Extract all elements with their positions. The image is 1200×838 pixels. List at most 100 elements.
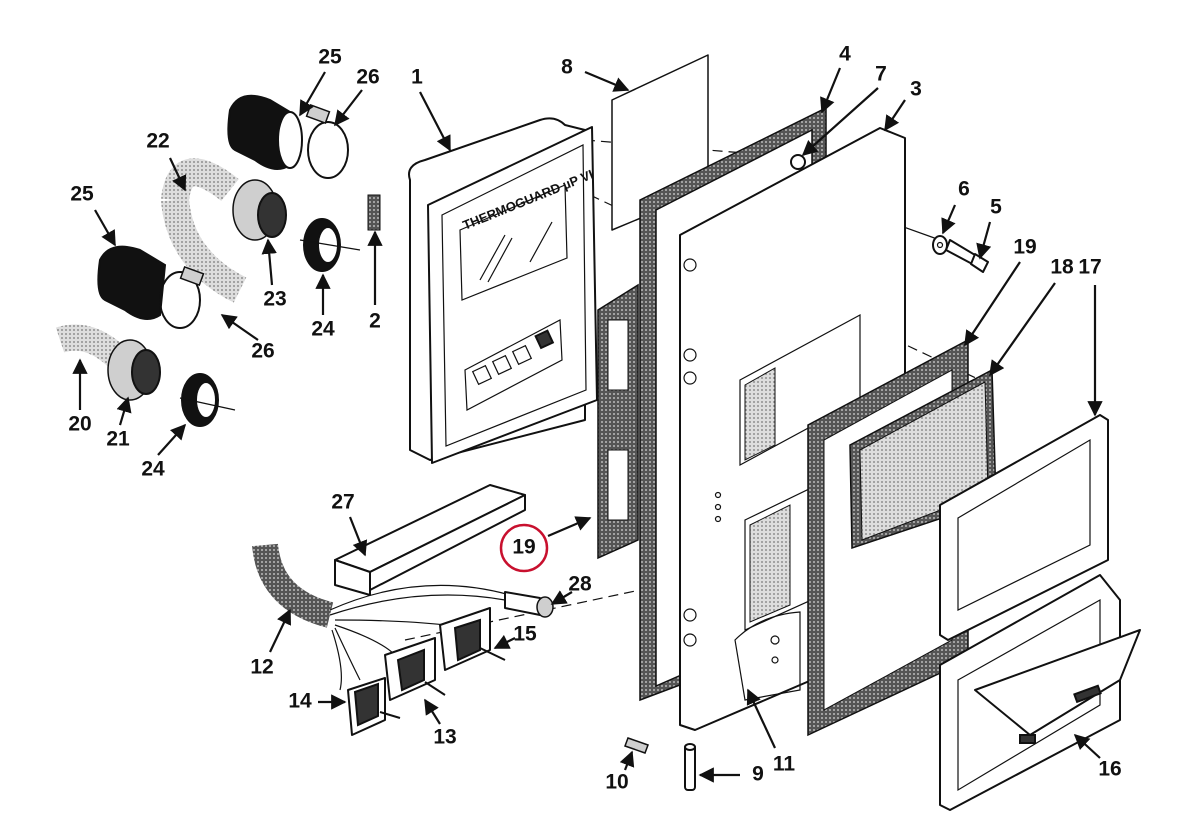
callout-number: 18 bbox=[1050, 256, 1074, 279]
callout-arrow bbox=[989, 282, 1056, 377]
callout-7: 7 bbox=[801, 63, 887, 157]
callout-arrow bbox=[419, 91, 451, 152]
callout-25: 25 bbox=[70, 183, 116, 247]
part-16-cover bbox=[939, 574, 1141, 811]
callout-17: 17 bbox=[1078, 256, 1103, 417]
callout-13: 13 bbox=[424, 698, 457, 749]
part-19-gasket-left bbox=[597, 283, 639, 560]
callout-19: 19 bbox=[512, 516, 592, 559]
callout-number: 19 bbox=[1013, 236, 1036, 259]
callout-25: 25 bbox=[299, 46, 342, 117]
wiring-harness-assembly bbox=[252, 543, 554, 736]
callout-5: 5 bbox=[976, 196, 1002, 260]
callout-number: 27 bbox=[331, 491, 354, 514]
callout-22: 22 bbox=[146, 130, 187, 192]
callout-arrow bbox=[1073, 733, 1101, 759]
callout-arrow bbox=[619, 750, 635, 771]
callout-1: 1 bbox=[411, 66, 451, 152]
callout-arrow bbox=[976, 221, 992, 260]
callout-24: 24 bbox=[141, 423, 187, 481]
callout-number: 16 bbox=[1098, 758, 1121, 781]
callout-15: 15 bbox=[493, 623, 537, 649]
callout-arrow bbox=[299, 71, 326, 117]
callout-arrow bbox=[348, 516, 368, 557]
callout-number: 8 bbox=[561, 56, 573, 79]
callout-number: 11 bbox=[773, 753, 796, 776]
callout-number: 26 bbox=[251, 340, 274, 363]
callout-arrow bbox=[157, 423, 187, 456]
callout-arrow bbox=[94, 209, 116, 247]
callout-arrow bbox=[261, 238, 277, 286]
callout-arrow bbox=[169, 157, 187, 192]
callout-arrow bbox=[269, 608, 291, 653]
callout-number: 2 bbox=[369, 310, 381, 333]
part-7-screw bbox=[790, 154, 806, 170]
callout-16: 16 bbox=[1073, 733, 1122, 781]
callout-arrow bbox=[334, 89, 363, 127]
callout-arrow bbox=[584, 70, 630, 92]
callout-3: 3 bbox=[884, 78, 922, 132]
callout-number: 17 bbox=[1078, 256, 1101, 279]
upper-connector-assembly bbox=[161, 94, 381, 303]
lower-connector-assembly bbox=[55, 245, 236, 427]
callout-number: 28 bbox=[568, 573, 592, 596]
callout-number: 4 bbox=[839, 43, 851, 66]
part-27-bracket bbox=[334, 484, 526, 596]
callout-number: 24 bbox=[141, 458, 165, 481]
callout-arrow bbox=[801, 87, 879, 157]
callout-18: 18 bbox=[989, 256, 1074, 377]
callout-14: 14 bbox=[288, 690, 347, 713]
callout-number: 19 bbox=[512, 536, 535, 559]
callout-number: 21 bbox=[106, 428, 130, 451]
callout-number: 20 bbox=[68, 413, 91, 436]
callout-number: 12 bbox=[250, 656, 273, 679]
callout-arrow bbox=[941, 204, 957, 235]
callout-number: 5 bbox=[990, 196, 1002, 219]
part-6-washer bbox=[932, 235, 948, 255]
callout-4: 4 bbox=[820, 43, 851, 114]
callout-arrow bbox=[547, 516, 592, 538]
callout-10: 10 bbox=[605, 750, 635, 794]
part-9-pin bbox=[684, 743, 696, 791]
callout-number: 3 bbox=[910, 78, 922, 101]
callout-number: 9 bbox=[752, 763, 764, 786]
callout-26: 26 bbox=[220, 314, 275, 363]
callout-number: 22 bbox=[146, 130, 169, 153]
callout-number: 25 bbox=[70, 183, 94, 206]
callout-arrow bbox=[493, 634, 516, 649]
callout-2: 2 bbox=[367, 230, 383, 333]
callout-23: 23 bbox=[261, 238, 287, 311]
callout-number: 23 bbox=[263, 288, 286, 311]
callout-28: 28 bbox=[550, 573, 592, 605]
callout-number: 15 bbox=[513, 623, 537, 646]
callout-8: 8 bbox=[561, 56, 630, 92]
callout-20: 20 bbox=[68, 358, 92, 436]
callout-9: 9 bbox=[698, 763, 764, 786]
part-1-controller: THERMOGUARD µP VI bbox=[408, 117, 598, 464]
callout-number: 7 bbox=[875, 63, 887, 86]
callout-number: 26 bbox=[356, 66, 379, 89]
callout-11: 11 bbox=[746, 688, 796, 776]
callout-arrow bbox=[964, 261, 1021, 347]
callout-26: 26 bbox=[334, 66, 380, 127]
callout-arrow bbox=[424, 698, 441, 725]
callout-12: 12 bbox=[250, 608, 291, 679]
callout-arrow bbox=[550, 590, 573, 605]
callout-arrow bbox=[820, 67, 842, 114]
part-10-screw bbox=[624, 737, 649, 754]
callout-6: 6 bbox=[941, 178, 970, 235]
callout-arrow bbox=[116, 396, 132, 426]
callout-number: 6 bbox=[958, 178, 970, 201]
callout-19: 19 bbox=[964, 236, 1037, 347]
callout-number: 14 bbox=[288, 690, 312, 713]
callout-21: 21 bbox=[106, 396, 132, 451]
callout-number: 25 bbox=[318, 46, 342, 69]
callout-arrow bbox=[884, 99, 906, 132]
callout-number: 24 bbox=[311, 318, 335, 341]
callout-number: 1 bbox=[411, 66, 423, 89]
callout-arrow bbox=[220, 314, 259, 341]
callout-number: 10 bbox=[605, 771, 628, 794]
callout-number: 13 bbox=[433, 726, 456, 749]
